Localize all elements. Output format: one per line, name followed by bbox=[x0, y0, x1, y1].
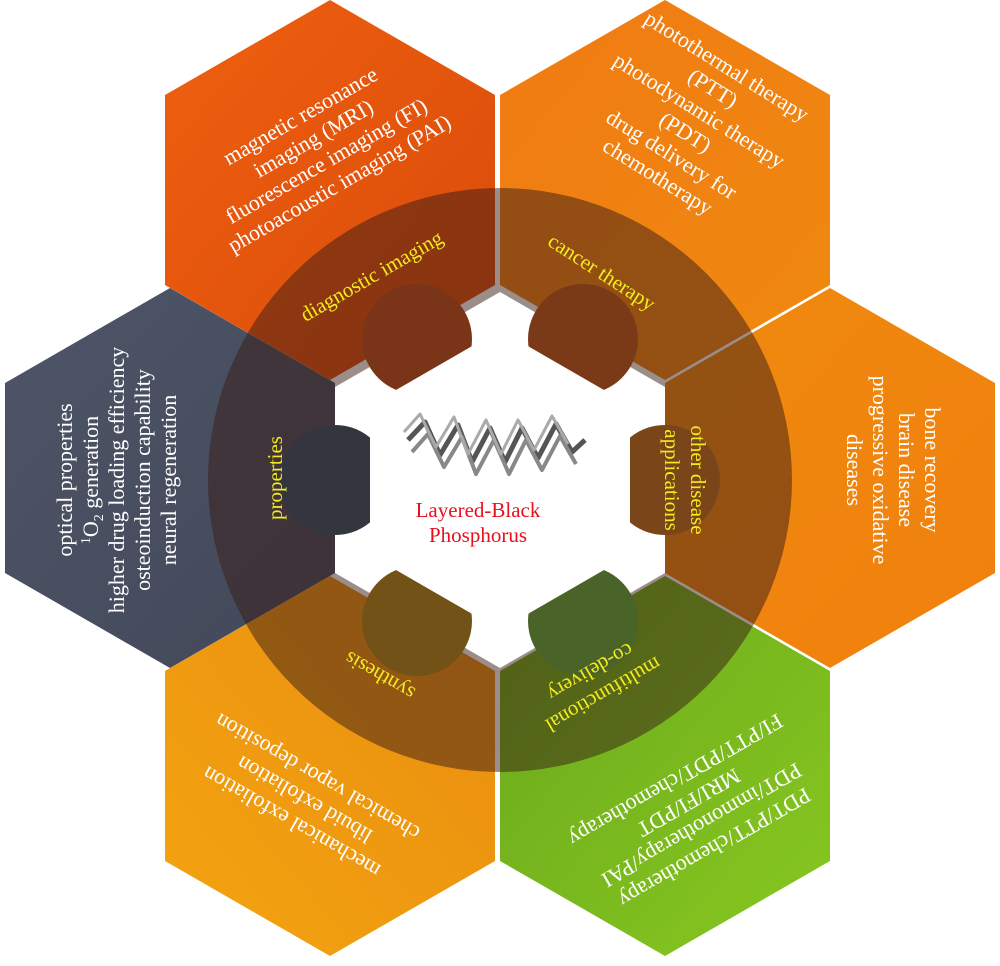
black-phosphorus-structure-icon bbox=[402, 412, 587, 476]
bump-other bbox=[610, 425, 720, 535]
hex-line-o2: 1O2 generation bbox=[78, 416, 107, 544]
center-title-line2: Phosphorus bbox=[429, 523, 527, 547]
center-title-line1: Layered-Black bbox=[416, 498, 541, 522]
hex-line: osteoinduction capability bbox=[130, 369, 155, 591]
hex-line: diseases bbox=[842, 434, 867, 506]
ring-label-properties: properties bbox=[263, 436, 287, 520]
hex-line: higher drug loading efficiency bbox=[104, 347, 129, 614]
hex-line: neural regeneration bbox=[156, 395, 181, 565]
hex-line: optical properties bbox=[52, 403, 77, 556]
bump-properties bbox=[280, 425, 390, 535]
hex-text-other: bone recovery brain disease progressive … bbox=[842, 376, 945, 565]
hex-line: brain disease bbox=[894, 413, 919, 527]
hex-line: progressive oxidative bbox=[868, 376, 893, 565]
ring-label-other-1: other disease bbox=[686, 425, 710, 534]
hex-text-properties: optical properties 1O2 generation higher… bbox=[52, 347, 181, 614]
ring-label-other-2: applications bbox=[660, 429, 684, 530]
hex-line: bone recovery bbox=[920, 407, 945, 532]
